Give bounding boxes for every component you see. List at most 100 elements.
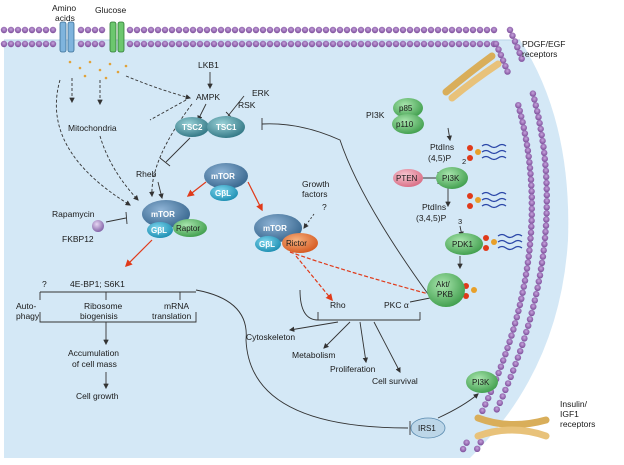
mtor-top-node xyxy=(204,163,248,189)
membrane-lipid xyxy=(385,40,393,48)
membrane-lipid xyxy=(541,234,549,242)
membrane-lipid xyxy=(399,26,407,34)
mtor-red-arrows xyxy=(124,181,438,302)
membrane-lipid xyxy=(510,367,517,374)
membrane-lipid xyxy=(543,216,550,223)
membrane-lipid xyxy=(500,357,507,364)
membrane-lipid xyxy=(521,130,529,137)
membrane-lipid xyxy=(378,26,386,34)
pdgf-egf-label: PDGF/EGF xyxy=(522,39,565,49)
membrane-lipid xyxy=(508,332,515,339)
membrane-lipid xyxy=(499,57,507,64)
membrane-lipid xyxy=(392,40,400,48)
pdk1-label: PDK1 xyxy=(452,240,473,249)
mtor-c2-label: mTOR xyxy=(263,224,287,233)
membrane-lipid xyxy=(140,26,148,34)
membrane-lipid xyxy=(543,191,550,199)
membrane-lipid xyxy=(543,179,550,187)
membrane-lipid xyxy=(455,26,463,34)
membrane-lipid xyxy=(535,278,542,285)
membrane-lipid xyxy=(502,386,509,394)
ptdins45-label-2: (4,5)P xyxy=(428,153,451,163)
membrane-lipid xyxy=(371,26,379,34)
membrane-lipid xyxy=(42,40,50,48)
rapamycin-label: Rapamycin xyxy=(52,209,95,219)
membrane-lipid xyxy=(343,26,351,34)
membrane-lipid xyxy=(406,26,414,34)
membrane-lipid xyxy=(519,289,526,296)
membrane-lipid xyxy=(492,40,500,48)
membrane-lipid xyxy=(541,241,548,248)
membrane-lipid xyxy=(210,40,218,48)
membrane-lipid xyxy=(252,40,260,48)
membrane-lipid xyxy=(266,40,274,48)
fkbp12-node xyxy=(92,220,104,232)
membrane-lipid xyxy=(541,149,548,157)
membrane-lipid xyxy=(512,360,519,368)
membrane-lipid xyxy=(499,393,506,400)
raptor-node xyxy=(173,219,207,237)
membrane-lipid xyxy=(434,40,442,48)
membrane-lipid xyxy=(259,40,267,48)
membrane-lipid xyxy=(434,26,442,34)
pdk1-node xyxy=(445,233,483,255)
membrane-lipid xyxy=(543,173,550,181)
membrane-lipid xyxy=(536,119,543,127)
membrane-lipid xyxy=(530,303,537,310)
irs1-node xyxy=(410,417,446,439)
membrane-lipid xyxy=(364,40,372,48)
membrane-lipid xyxy=(526,241,534,248)
membrane-lipid xyxy=(540,247,547,254)
membrane-lipid xyxy=(161,26,169,34)
lkb1-label: LKB1 xyxy=(198,60,219,70)
tsc1-node xyxy=(207,116,245,138)
membrane-lipid xyxy=(463,439,470,446)
pathway-connectors xyxy=(39,72,479,435)
membrane-lipid xyxy=(536,272,544,279)
membrane-lipid xyxy=(531,96,538,103)
membrane-lipid xyxy=(521,335,528,342)
membrane-lipid xyxy=(525,153,532,160)
erk-label: ERK xyxy=(252,88,270,98)
membrane-lipid xyxy=(35,40,43,48)
membrane-lipid xyxy=(527,176,535,183)
mrna-label-2: translation xyxy=(152,311,191,321)
membrane-lipid xyxy=(493,406,500,413)
membrane-lipid xyxy=(133,26,141,34)
4ebp1-s6k1-label: 4E-BP1; S6K1 xyxy=(70,279,125,289)
tsc2-node xyxy=(175,117,209,137)
membrane-lipid xyxy=(539,137,546,145)
membrane-lipid xyxy=(217,40,225,48)
lipid-headgroups xyxy=(463,145,497,299)
membrane-lipid xyxy=(77,26,85,34)
membrane-lipid xyxy=(371,40,379,48)
irs1-label: IRS1 xyxy=(418,424,436,433)
growth-factors-label: Growth xyxy=(302,179,330,189)
membrane-lipid xyxy=(506,338,513,345)
membrane-lipid xyxy=(522,136,530,143)
membrane-lipid xyxy=(528,211,535,218)
membrane-lipid xyxy=(196,40,204,48)
membrane-lipid xyxy=(224,26,232,34)
pi3k-bottom-node xyxy=(466,371,498,393)
membrane-lipid xyxy=(497,51,505,59)
membrane-lipid xyxy=(189,40,197,48)
membrane-lipid xyxy=(154,26,162,34)
membrane-lipid xyxy=(140,40,148,48)
membrane-lipid xyxy=(399,40,407,48)
membrane-lipid xyxy=(479,407,486,414)
membrane-lipid xyxy=(527,235,534,242)
membrane-lipid xyxy=(224,40,232,48)
membrane-lipid xyxy=(517,348,524,355)
membrane-lipid xyxy=(518,113,525,120)
membrane-lipid xyxy=(161,40,169,48)
membrane-lipid xyxy=(541,155,548,163)
membrane-lipid xyxy=(476,26,484,34)
membrane-lipid xyxy=(273,40,281,48)
membrane-lipid xyxy=(496,399,503,407)
membrane-lipid xyxy=(441,26,449,34)
membrane-lipid xyxy=(539,253,547,260)
ampk-label: AMPK xyxy=(196,92,220,102)
growth-factors-label-2: factors xyxy=(302,189,328,199)
membrane-lipid xyxy=(406,40,414,48)
